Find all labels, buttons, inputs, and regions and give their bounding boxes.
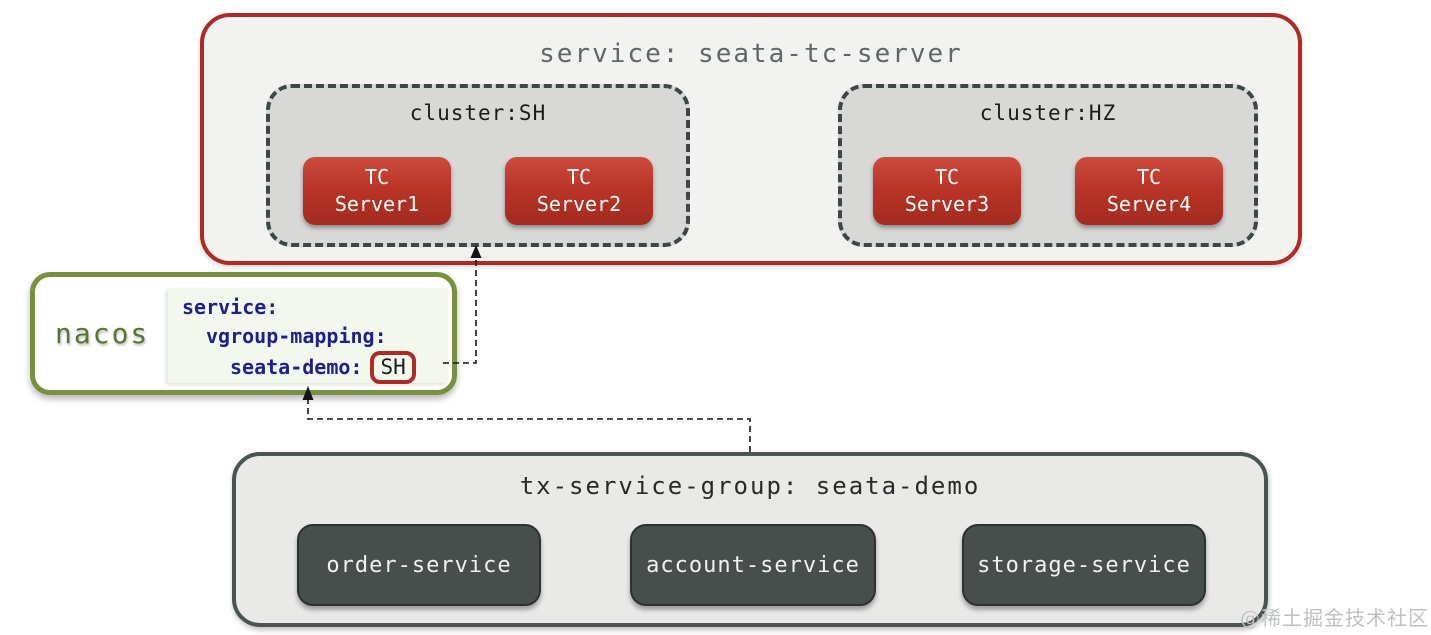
- cluster-sh-box: cluster:SH TC Server1 TC Server2: [266, 84, 690, 247]
- config-line-service: service:: [182, 295, 279, 319]
- cluster-hz-servers: TC Server3 TC Server4: [842, 157, 1254, 225]
- tx-service-group-box: tx-service-group: seata-demo order-servi…: [232, 452, 1268, 627]
- tc-server4-line1: TC: [1136, 165, 1162, 189]
- vgroup-mapping-config-panel: service: vgroup-mapping: seata-demo: SH: [168, 288, 448, 384]
- cluster-hz-box: cluster:HZ TC Server3 TC Server4: [838, 84, 1258, 247]
- account-service-box: account-service: [630, 524, 876, 606]
- config-line-vgroup-mapping: vgroup-mapping:: [206, 324, 387, 348]
- tx-service-group-title: tx-service-group: seata-demo: [519, 472, 981, 500]
- arrow-txgroup-to-nacos-line: [307, 400, 751, 452]
- tc-server2-line1: TC: [566, 165, 592, 189]
- storage-service-box: storage-service: [962, 524, 1206, 606]
- nacos-box: nacos service: vgroup-mapping: seata-dem…: [30, 272, 457, 395]
- cluster-value-chip: SH: [370, 351, 416, 384]
- config-seata-demo-key: seata-demo:: [230, 355, 363, 379]
- tc-server2-box: TC Server2: [505, 157, 653, 225]
- tc-server3-box: TC Server3: [873, 157, 1021, 225]
- tc-server3-line2: Server3: [904, 192, 990, 216]
- tc-service-title: service: seata-tc-server: [539, 39, 963, 69]
- tc-server3-line1: TC: [934, 165, 960, 189]
- tc-server4-line2: Server4: [1106, 192, 1192, 216]
- tc-server4-box: TC Server4: [1075, 157, 1223, 225]
- tc-server1-line2: Server1: [334, 192, 420, 216]
- tc-server-service-box: service: seata-tc-server cluster:SH TC S…: [200, 13, 1302, 265]
- nacos-label: nacos: [55, 317, 150, 350]
- cluster-sh-servers: TC Server1 TC Server2: [270, 157, 686, 225]
- cluster-sh-label: cluster:SH: [409, 101, 547, 125]
- tc-server2-line2: Server2: [536, 192, 622, 216]
- watermark-text: @稀土掘金技术社区: [1240, 606, 1429, 630]
- tc-server1-line1: TC: [364, 165, 390, 189]
- config-line-seata-demo: seata-demo: SH: [182, 351, 448, 384]
- cluster-hz-label: cluster:HZ: [979, 101, 1117, 125]
- order-service-box: order-service: [297, 524, 541, 606]
- tc-server1-box: TC Server1: [303, 157, 451, 225]
